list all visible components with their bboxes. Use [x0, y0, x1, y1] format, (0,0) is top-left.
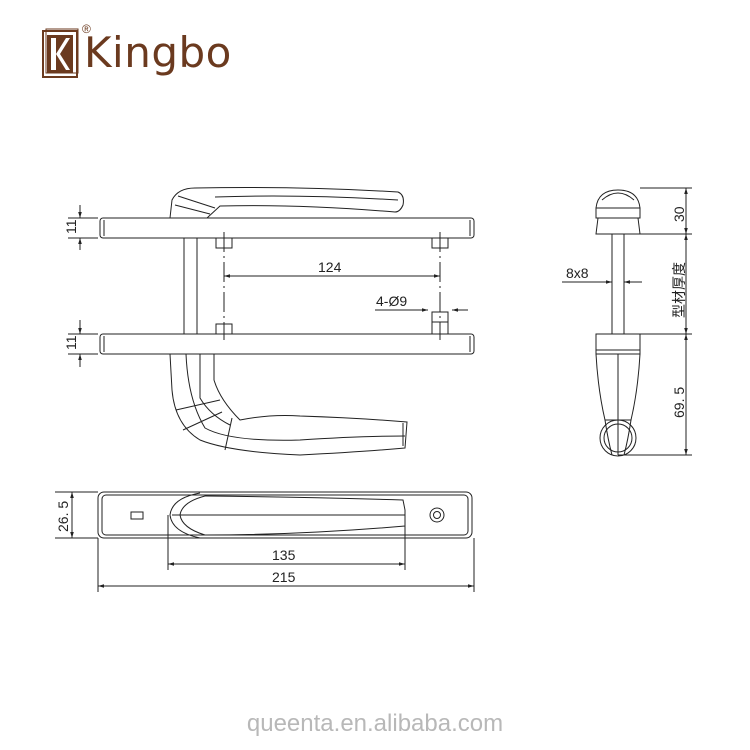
dim-top-plate-thickness: 11: [63, 219, 79, 234]
watermark: queenta.en.alibaba.com: [246, 710, 504, 737]
brand-name: Kingbo: [84, 28, 232, 77]
dim-plate-width: 26. 5: [55, 501, 71, 532]
dim-profile-thickness: 型材厚度: [671, 262, 687, 318]
dim-handle-length: 135: [272, 547, 296, 563]
dim-hole-spacing: 124: [318, 259, 342, 275]
dim-hole-spec: 4-Ø9: [376, 293, 407, 309]
side-view: [562, 187, 692, 457]
kingbo-logo-icon: [42, 28, 79, 78]
top-view: [55, 491, 475, 592]
dim-spindle-size: 8x8: [566, 265, 589, 281]
dim-side-bottom-height: 69. 5: [671, 387, 687, 418]
dim-side-top-height: 30: [671, 206, 687, 222]
dim-plate-length: 215: [272, 569, 296, 585]
front-view: [68, 187, 475, 456]
brand-logo: Kingbo: [42, 28, 232, 78]
registered-mark: ®: [82, 22, 91, 36]
dim-bottom-plate-thickness: 11: [63, 335, 79, 350]
